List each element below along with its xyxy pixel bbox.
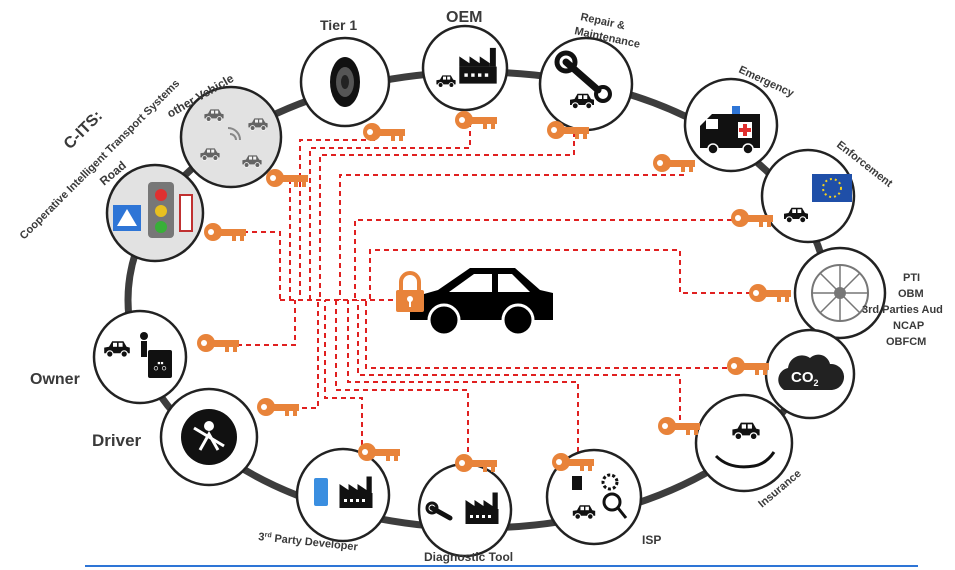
node-owner <box>92 309 188 405</box>
label-tier1: Tier 1 <box>320 17 357 33</box>
node-repair-maintenance <box>538 36 634 132</box>
label-isp: ISP <box>642 533 661 547</box>
label-pti: PTI <box>903 272 920 284</box>
key-icon <box>257 398 299 416</box>
key-icon <box>197 334 239 352</box>
access-lines <box>210 122 760 452</box>
node-enforcement <box>760 148 856 244</box>
label-diagnostic-tool: Diagnostic Tool <box>424 550 513 564</box>
node-insurance <box>694 393 794 493</box>
node-tier1 <box>299 36 391 128</box>
node-road <box>105 163 205 263</box>
node-emergency <box>683 77 779 173</box>
node-oem <box>421 24 509 112</box>
key-icon <box>204 223 246 241</box>
key-icon <box>727 357 769 375</box>
node-other-vehicle <box>179 85 283 189</box>
node-co2 <box>764 328 856 420</box>
node-third-party-developer <box>295 447 391 543</box>
cits-title: C-ITS: <box>61 107 106 152</box>
node-driver <box>159 387 259 487</box>
label-ncap: NCAP <box>893 320 924 332</box>
label-obfcm: OBFCM <box>886 336 926 348</box>
node-pti <box>793 246 887 340</box>
padlock-icon <box>396 271 424 312</box>
key-icon <box>266 169 308 187</box>
label-co2: CO2 <box>791 369 819 388</box>
key-icon <box>455 111 497 129</box>
label-owner: Owner <box>30 371 80 388</box>
label-driver: Driver <box>92 431 142 450</box>
key-icon <box>749 284 791 302</box>
central-car-icon <box>410 268 553 337</box>
label-oem: OEM <box>446 9 482 26</box>
node-diagnostic-tool <box>417 462 513 558</box>
key-icon <box>363 123 405 141</box>
label-third-parties-aud: 3rd Parties Aud <box>862 304 943 316</box>
key-icon <box>358 443 400 461</box>
node-isp <box>545 448 643 546</box>
key-icon <box>653 154 695 172</box>
label-obm: OBM <box>898 288 924 300</box>
